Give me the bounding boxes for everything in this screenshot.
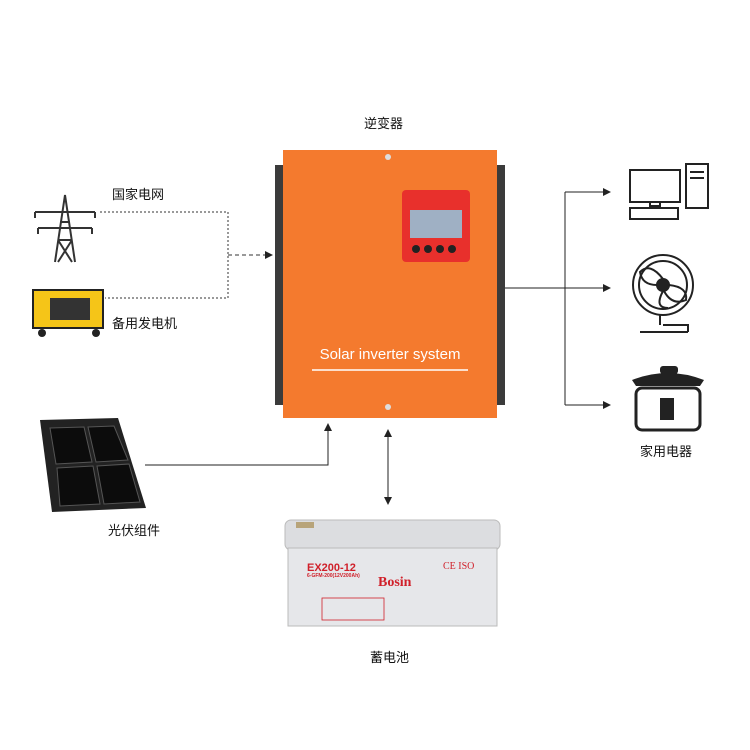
appliances-label: 家用电器 bbox=[640, 445, 693, 460]
inverter bbox=[275, 150, 505, 418]
computer-icon bbox=[629, 163, 709, 220]
solar-connector bbox=[145, 423, 332, 466]
appliance-connector bbox=[505, 188, 611, 409]
control-panel bbox=[402, 190, 470, 262]
battery-brand: Bosin bbox=[378, 575, 412, 590]
solar-label: 光伏组件 bbox=[108, 524, 161, 539]
rice-cooker-icon bbox=[632, 366, 704, 432]
solar-panel-icon bbox=[40, 418, 146, 512]
power-tower-icon bbox=[34, 194, 96, 263]
battery-model: EX200-12 bbox=[307, 562, 356, 574]
battery-label: 蓄电池 bbox=[370, 651, 410, 666]
battery-spec: 6-GFM-200(12V200Ah) bbox=[307, 573, 360, 579]
grid-generator-connector bbox=[100, 211, 273, 299]
generator-icon bbox=[32, 289, 104, 337]
battery-icon bbox=[284, 519, 501, 627]
inverter-label: 逆变器 bbox=[364, 117, 404, 132]
generator-label: 备用发电机 bbox=[112, 317, 178, 332]
fan-icon bbox=[632, 254, 694, 333]
battery-cert: CE ISO bbox=[443, 561, 475, 572]
grid-label: 国家电网 bbox=[112, 188, 165, 203]
inverter-title: Solar inverter system bbox=[319, 346, 461, 363]
